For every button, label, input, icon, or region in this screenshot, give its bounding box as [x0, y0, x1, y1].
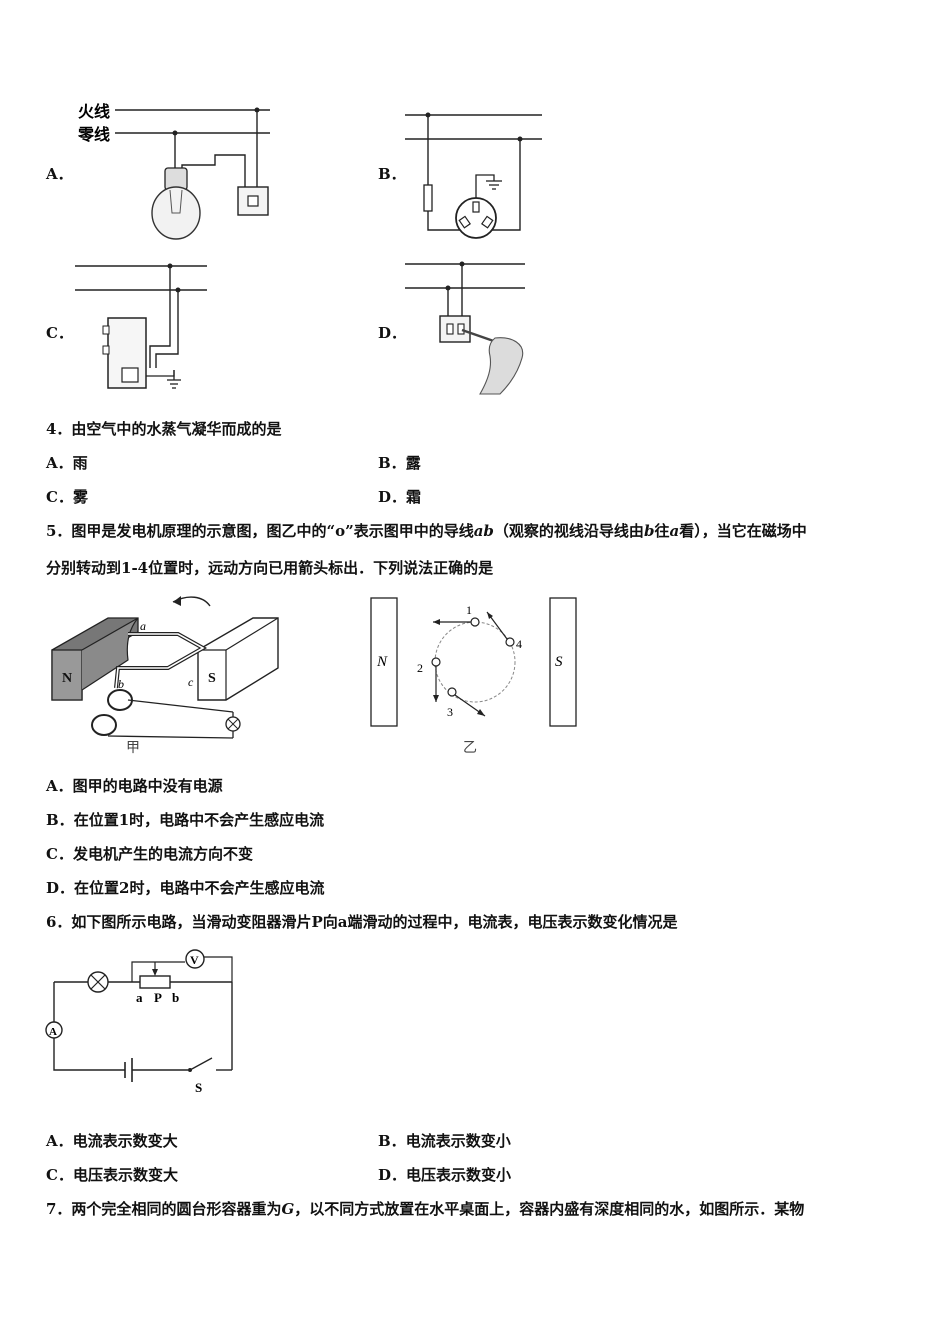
q5-option-a[interactable]: A．图甲的电路中没有电源 [46, 776, 223, 796]
q4-option-d[interactable]: D．霜 [378, 487, 421, 507]
option-text: 雾 [72, 488, 88, 506]
stem-text: 7．两个完全相同的圆台形容器重为 [46, 1200, 282, 1218]
option-label: B． [46, 811, 74, 829]
stem-text: ，以不同方式放置在水平桌面上，容器内盛有深度相同的水，如图所示．某物 [294, 1200, 805, 1218]
yi-point-1: 1 [466, 603, 472, 617]
q6-stem: 6．如下图所示电路，当滑动变阻器滑片P向a端滑动的过程中，电流表，电压表示数变化… [46, 913, 678, 931]
stem-var-a: a [669, 522, 680, 540]
option-text: 雨 [72, 454, 88, 472]
rheostat-b-label: b [172, 990, 179, 1005]
q3-option-c-label: C． [46, 324, 73, 342]
q3-figure-d-test-pen [405, 261, 525, 395]
stem-text: 往 [654, 522, 670, 540]
q5-stem-line2: 分别转动到1-4位置时，远动方向已用箭头标出．下列说法正确的是 [46, 559, 494, 577]
q4-option-a[interactable]: A．雨 [46, 453, 88, 473]
q5-figure-yi-positions: N S 1 4 2 3 乙 [370, 597, 577, 756]
q3-figure-a-lamp-switch: 火线 零线 [77, 102, 270, 240]
rheostat-p-label: P [154, 990, 162, 1005]
q6-option-d[interactable]: D．电压表示数变小 [378, 1165, 511, 1185]
neutral-wire-label: 零线 [77, 125, 110, 144]
yi-s-label: S [555, 654, 563, 670]
switch-s-label: S [195, 1080, 202, 1095]
q5-stem-line1: 5．图甲是发电机原理的示意图，图乙中的“o”表示图甲中的导线ab（观察的视线沿导… [46, 521, 807, 541]
option-label: C． [46, 488, 73, 506]
jia-s-label: S [208, 671, 216, 686]
q6-circuit-diagram: V a P b A S [45, 949, 233, 1095]
q6-option-c[interactable]: C．电压表示数变大 [46, 1165, 178, 1185]
rheostat-a-label: a [136, 990, 143, 1005]
option-label: D． [46, 879, 75, 897]
yi-point-2: 2 [417, 661, 423, 675]
yi-caption: 乙 [463, 740, 477, 756]
option-text: 霜 [406, 488, 422, 506]
yi-point-3: 3 [447, 705, 453, 719]
live-wire-label: 火线 [78, 102, 110, 121]
option-text: 电压表示数变大 [72, 1166, 178, 1184]
option-text: 电压表示数变小 [406, 1166, 512, 1184]
q5-option-d[interactable]: D．在位置2时，电路中不会产生感应电流 [46, 878, 324, 898]
stem-var-ab: ab [473, 522, 494, 540]
option-label: D． [378, 1166, 407, 1184]
option-label: D． [378, 488, 407, 506]
q3-figure-c-appliance [75, 263, 207, 389]
option-label: C． [46, 845, 73, 863]
stem-text: 5．图甲是发电机原理的示意图，图乙中的“o”表示图甲中的导线 [46, 522, 474, 540]
q3-figure-b-socket [405, 112, 542, 239]
stem-var-b: b [643, 522, 655, 540]
q4-stem: 4．由空气中的水蒸气凝华而成的是 [46, 420, 282, 438]
yi-n-label: N [376, 654, 388, 670]
q3-option-a-label: A． [46, 165, 73, 183]
yi-point-4: 4 [516, 637, 522, 651]
option-text: 发电机产生的电流方向不变 [72, 845, 253, 863]
q3-option-b-label: B． [378, 165, 406, 183]
q6-option-a[interactable]: A．电流表示数变大 [46, 1131, 178, 1151]
q5-option-c[interactable]: C．发电机产生的电流方向不变 [46, 844, 253, 864]
stem-text: 看），当它在磁场中 [679, 522, 807, 540]
stem-var-g: G [281, 1200, 295, 1218]
q7-stem: 7．两个完全相同的圆台形容器重为G，以不同方式放置在水平桌面上，容器内盛有深度相… [46, 1199, 804, 1219]
option-text: 在位置1时，电路中不会产生感应电流 [73, 811, 325, 829]
ammeter-label: A [49, 1026, 57, 1038]
option-label: A． [46, 777, 73, 795]
option-text: 图甲的电路中没有电源 [72, 777, 223, 795]
option-text: 电流表示数变小 [405, 1132, 511, 1150]
q4-option-c[interactable]: C．雾 [46, 487, 88, 507]
voltmeter-label: V [190, 953, 199, 967]
q5-option-b[interactable]: B．在位置1时，电路中不会产生感应电流 [46, 810, 324, 830]
jia-n-label: N [62, 671, 72, 686]
option-text: 在位置2时，电路中不会产生感应电流 [74, 879, 325, 897]
option-label: A． [46, 454, 73, 472]
jia-caption: 甲 [126, 741, 140, 756]
jia-b-label: b [118, 677, 124, 691]
option-text: 电流表示数变大 [72, 1132, 178, 1150]
stem-text: （观察的视线沿导线由 [493, 522, 644, 540]
jia-a-label: a [140, 619, 146, 633]
jia-c-label: c [188, 675, 194, 689]
option-label: B． [378, 1132, 406, 1150]
option-label: A． [46, 1132, 73, 1150]
q3-option-d-label: D． [378, 324, 407, 342]
q6-option-b[interactable]: B．电流表示数变小 [378, 1131, 511, 1151]
option-label: C． [46, 1166, 73, 1184]
q5-figure-jia-generator: N S a b c 甲 [51, 596, 279, 756]
q4-option-b[interactable]: B．露 [378, 453, 421, 473]
option-label: B． [378, 454, 406, 472]
option-text: 露 [405, 454, 421, 472]
